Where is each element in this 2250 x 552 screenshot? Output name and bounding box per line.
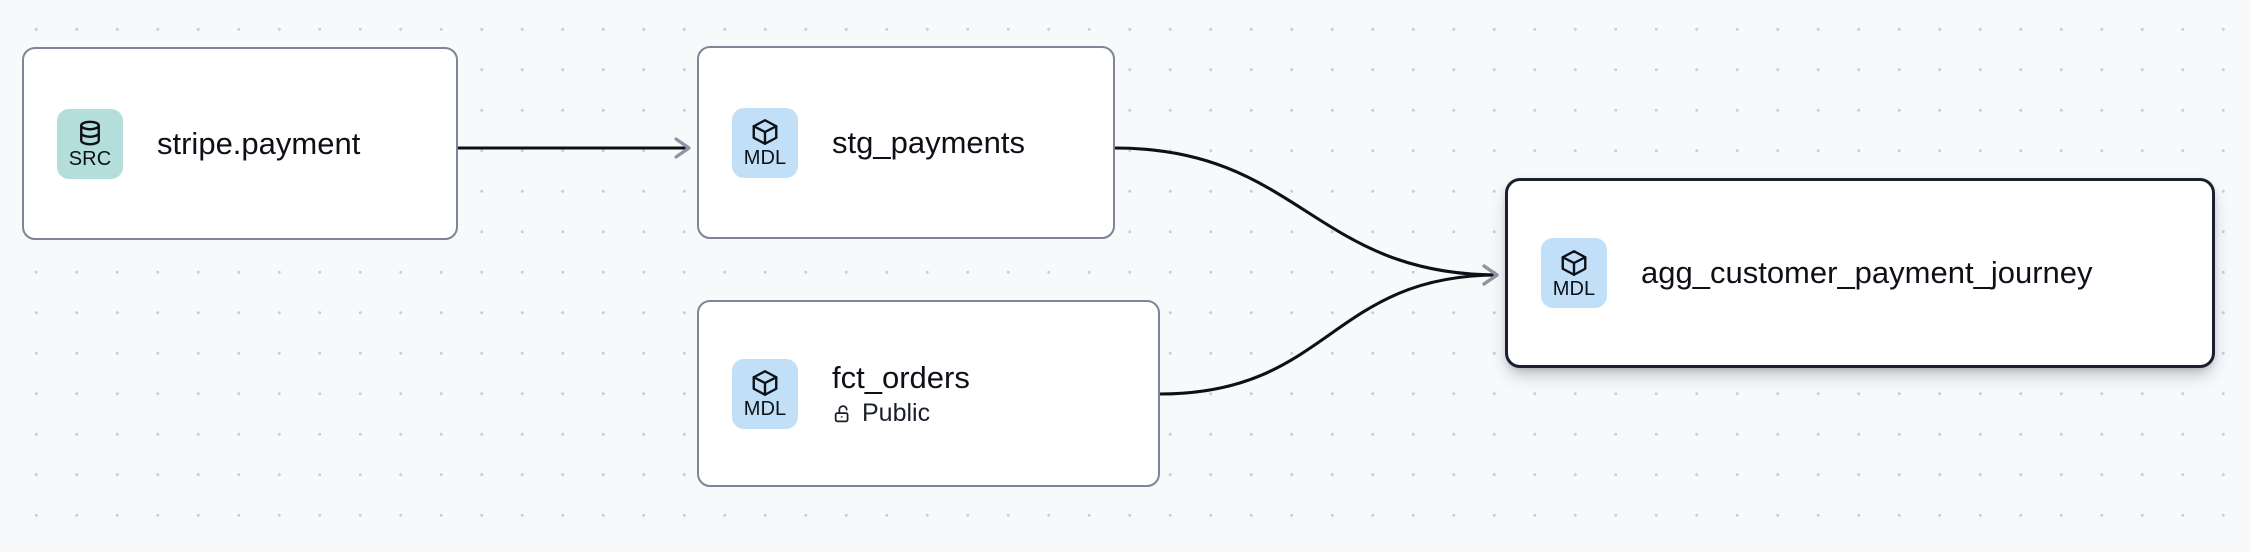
node-body: stg_payments [832, 124, 1025, 160]
node-type-badge-label: MDL [743, 147, 787, 169]
node-visibility-label: Public [862, 399, 931, 428]
node-body: agg_customer_payment_journey [1641, 255, 2093, 291]
edge-line [1159, 273, 1499, 396]
unlock-icon [834, 404, 849, 422]
node-type-badge-mdl: MDL [732, 107, 798, 178]
database-icon [80, 120, 100, 146]
node-type-badge-mdl: MDL [1541, 238, 1607, 308]
lineage-edge-edge-stg-to-agg [1114, 146, 1499, 286]
cube-icon [1561, 249, 1587, 276]
edge-arrow-icon [674, 137, 691, 159]
edge-line [1114, 146, 1499, 277]
node-body: stripe.payment [157, 125, 361, 161]
node-visibility-row: Public [832, 401, 970, 426]
node-title: agg_customer_payment_journey [1641, 255, 2093, 291]
node-type-badge-src: SRC [57, 108, 123, 179]
lineage-node-stg-payments[interactable]: MDL stg_payments [697, 46, 1115, 239]
lineage-edge-edge-stripe-to-stg [458, 137, 691, 159]
cube-icon [752, 119, 778, 145]
lineage-node-stripe-payment[interactable]: SRC stripe.payment [22, 47, 458, 240]
node-type-badge-mdl: MDL [732, 358, 798, 429]
lineage-edge-edge-fct-to-agg [1159, 264, 1499, 396]
node-title: stripe.payment [157, 125, 361, 161]
node-type-badge-label: MDL [743, 398, 787, 420]
cube-icon [752, 370, 778, 396]
node-type-badge-label: SRC [68, 148, 112, 170]
edge-arrow-icon [1482, 264, 1499, 286]
edge-arrow-icon [1482, 264, 1499, 286]
node-type-badge-label: MDL [1552, 277, 1596, 300]
lineage-node-agg-customer-payment-journey[interactable]: MDL agg_customer_payment_journey [1505, 178, 2215, 368]
node-title: stg_payments [832, 124, 1025, 160]
node-title: fct_orders [832, 359, 970, 395]
